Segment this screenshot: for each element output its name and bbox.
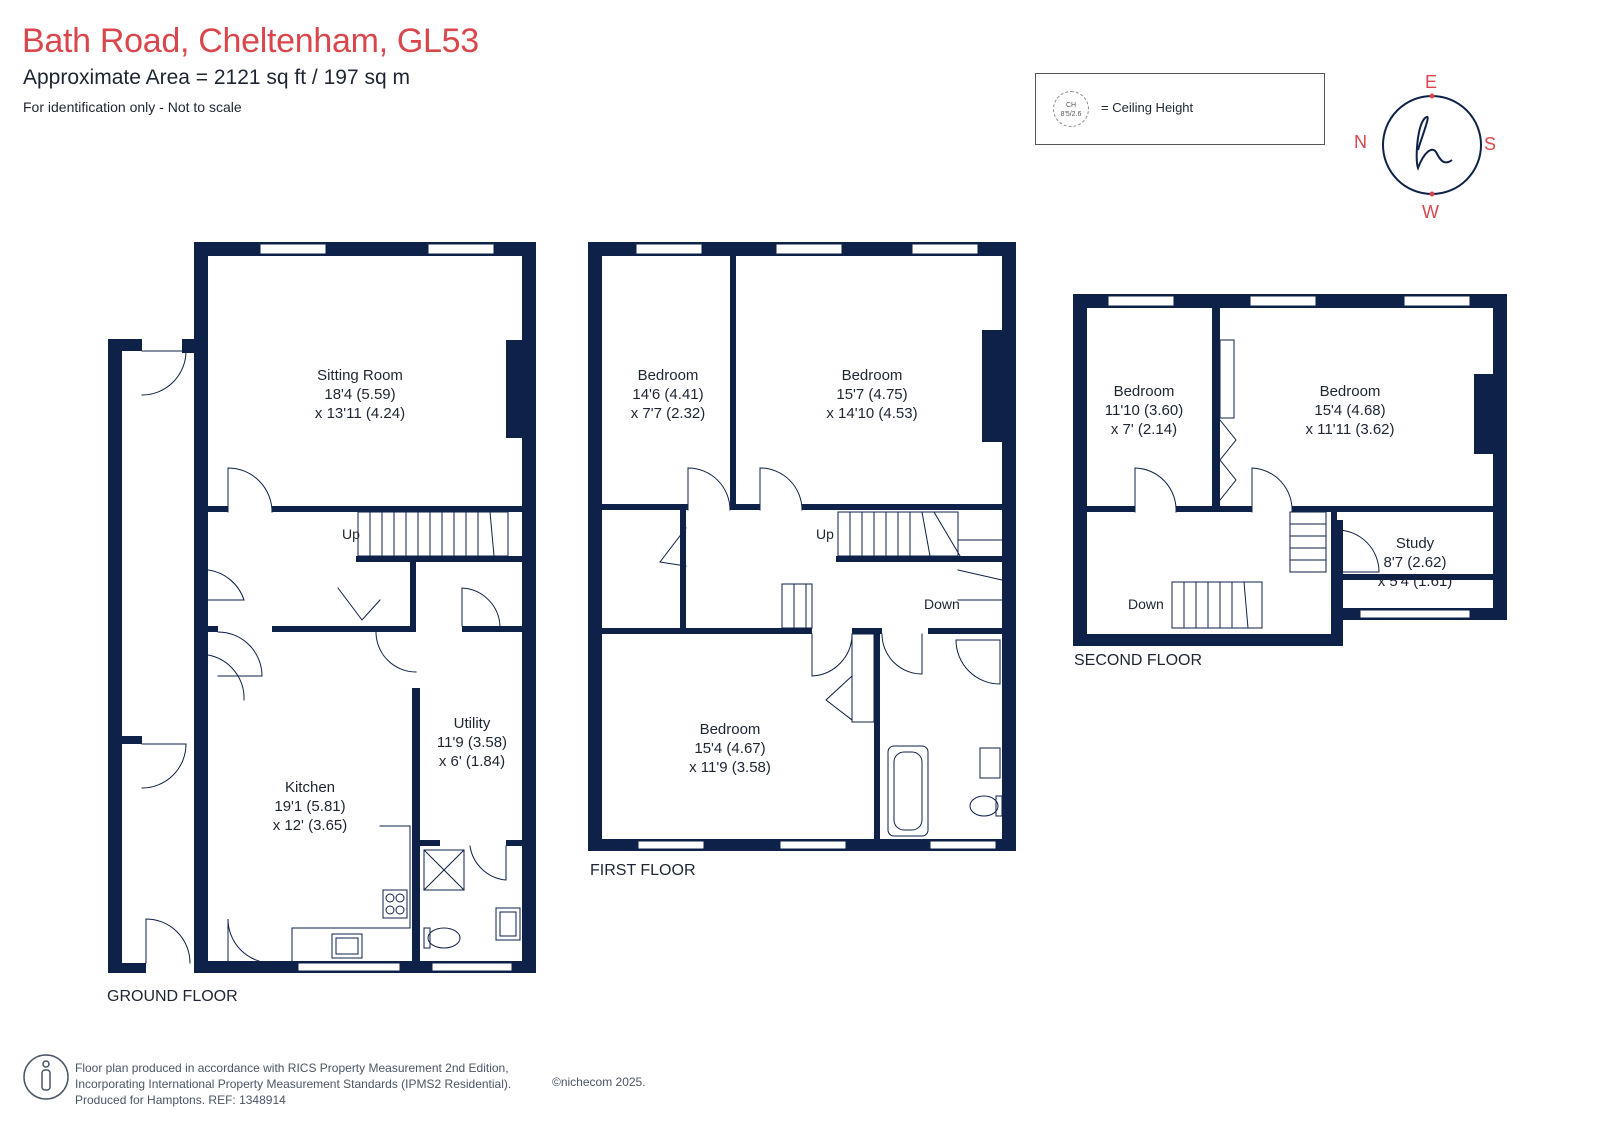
legend-symbol-line2: 8'5/2.6: [1060, 111, 1082, 118]
approximate-area: Approximate Area = 2121 sq ft / 197 sq m: [23, 66, 410, 89]
room-dim1: 15'7 (4.75): [836, 386, 908, 403]
second-stairs-down: Down: [1128, 596, 1164, 612]
compass-north: N: [1354, 132, 1367, 152]
room-dim2: x 7' (2.14): [1110, 421, 1178, 438]
room-name: Kitchen: [284, 779, 336, 796]
room-dim2: x 11'11 (3.62): [1305, 421, 1395, 438]
room-dim1: 8'7 (2.62): [1383, 554, 1447, 571]
footer-line1: Floor plan produced in accordance with R…: [75, 1061, 509, 1075]
room-first-bedroom-1: Bedroom 14'6 (4.41) x 7'7 (2.32): [608, 366, 728, 423]
room-dim1: 15'4 (4.67): [694, 740, 766, 757]
room-second-bedroom-1: Bedroom 11'10 (3.60) x 7' (2.14): [1086, 382, 1202, 439]
room-study: Study 8'7 (2.62) x 5'4 (1.61): [1360, 534, 1470, 591]
copyright: ©nichecom 2025.: [552, 1075, 646, 1089]
room-name: Utility: [453, 715, 491, 732]
room-dim1: 18'4 (5.59): [324, 386, 396, 403]
room-name: Bedroom: [1113, 383, 1175, 400]
footer-line2: Incorporating International Property Mea…: [75, 1077, 512, 1091]
hamptons-logo-icon: [1415, 115, 1453, 171]
compass-dot-w: [1429, 191, 1435, 197]
room-name: Bedroom: [1319, 383, 1381, 400]
room-dim2: x 5'4 (1.61): [1377, 573, 1453, 590]
first-stairs-down: Down: [924, 596, 960, 612]
compass-dot-e: [1429, 93, 1435, 99]
compass-ring: [1382, 95, 1482, 195]
first-floor-walls: [588, 242, 1016, 851]
room-dim2: x 12' (3.65): [272, 817, 348, 834]
identification-note: For identification only - Not to scale: [23, 99, 242, 115]
room-name: Bedroom: [841, 367, 903, 384]
info-person-icon: [23, 1054, 69, 1100]
ground-stairs-up: Up: [342, 526, 360, 542]
ground-floor-label: GROUND FLOOR: [107, 988, 238, 1005]
room-dim1: 15'4 (4.68): [1314, 402, 1386, 419]
compass-east: E: [1425, 72, 1438, 92]
first-stairs-up: Up: [816, 526, 834, 542]
first-floor-label: FIRST FLOOR: [590, 862, 696, 879]
second-floor-label: SECOND FLOOR: [1074, 652, 1203, 669]
ceiling-height-symbol-icon: CH 8'5/2.6: [1053, 91, 1089, 127]
room-first-bedroom-2: Bedroom 15'7 (4.75) x 14'10 (4.53): [812, 366, 932, 423]
room-second-bedroom-2: Bedroom 15'4 (4.68) x 11'11 (3.62): [1290, 382, 1410, 439]
room-dim1: 19'1 (5.81): [274, 798, 346, 815]
legend-text: = Ceiling Height: [1101, 100, 1194, 115]
ceiling-height-legend: CH 8'5/2.6 = Ceiling Height: [1035, 73, 1325, 145]
compass-south: S: [1484, 134, 1497, 154]
room-dim2: x 14'10 (4.53): [826, 405, 918, 422]
room-name: Bedroom: [699, 721, 761, 738]
room-dim1: 11'9 (3.58): [436, 734, 508, 751]
room-dim1: 11'10 (3.60): [1104, 402, 1184, 419]
footer-disclaimer: Floor plan produced in accordance with R…: [75, 1060, 511, 1108]
room-kitchen: Kitchen 19'1 (5.81) x 12' (3.65): [250, 778, 370, 835]
room-dim2: x 6' (1.84): [438, 753, 506, 770]
room-name: Study: [1395, 535, 1435, 552]
second-floor-walls: [1073, 294, 1507, 646]
room-utility: Utility 11'9 (3.58) x 6' (1.84): [420, 714, 524, 771]
compass: [1382, 93, 1482, 197]
room-dim2: x 13'11 (4.24): [314, 405, 406, 422]
plan-title: Bath Road, Cheltenham, GL53: [22, 22, 479, 60]
footer-line3: Produced for Hamptons. REF: 1348914: [75, 1093, 286, 1107]
ground-floor-walls: [108, 242, 536, 973]
room-dim1: 14'6 (4.41): [632, 386, 704, 403]
room-first-bedroom-3: Bedroom 15'4 (4.67) x 11'9 (3.58): [670, 720, 790, 777]
legend-symbol-line1: CH: [1065, 102, 1077, 109]
room-dim2: x 7'7 (2.32): [630, 405, 706, 422]
room-name: Bedroom: [637, 367, 699, 384]
room-sitting-room: Sitting Room 18'4 (5.59) x 13'11 (4.24): [300, 366, 420, 423]
room-dim2: x 11'9 (3.58): [689, 759, 771, 776]
room-name: Sitting Room: [317, 367, 403, 384]
compass-west: W: [1422, 202, 1439, 222]
